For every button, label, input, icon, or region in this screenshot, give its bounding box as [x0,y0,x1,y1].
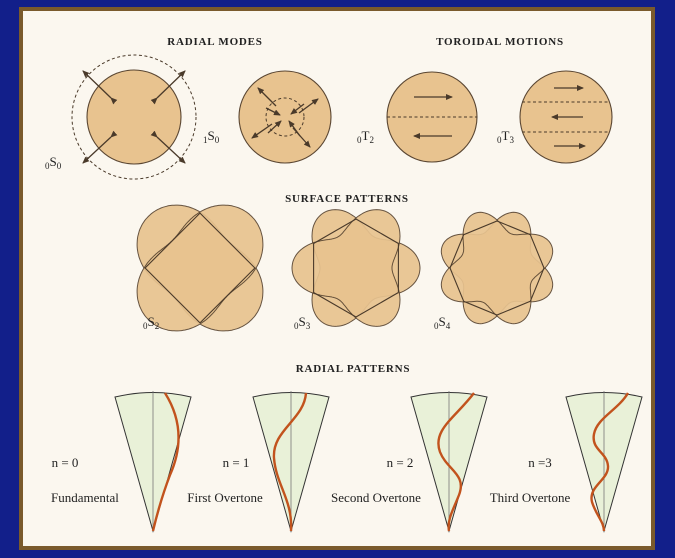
heading-surface-patterns: SURFACE PATTERNS [285,193,409,205]
radial-wedge-n3 [566,391,642,531]
radial-n0-caption: Fundamental [51,490,119,505]
label-0s0: 0S0 [45,154,62,171]
surface-pattern-0s4 [441,212,552,323]
radial-n1-caption: First Overtone [187,490,263,505]
radial-wedge-n2 [411,391,487,531]
surface-pattern-0s3 [292,210,420,327]
radial-n3-caption: Third Overtone [490,490,571,505]
label-0s3: 0S3 [294,314,311,331]
radial-wedge-n1 [253,391,329,531]
mode-0s0-diagram [72,55,196,179]
mode-1s0-diagram [239,71,331,163]
radial-wedge-n0 [115,391,191,531]
mode-0t3-diagram [520,71,612,163]
surface-pattern-0s2 [137,205,263,331]
radial-n2-label: n = 2 [387,455,414,470]
radial-n1-label: n = 1 [223,455,250,470]
heading-toroidal-motions: TOROIDAL MOTIONS [436,36,564,48]
label-1s0: 1S0 [203,128,220,145]
label-0s4: 0S4 [434,314,451,331]
mode-0t2-diagram [387,72,477,162]
lobe-shape-b [441,212,552,323]
heading-radial-modes: RADIAL MODES [167,36,262,48]
radial-n3-label: n =3 [528,455,552,470]
label-0t3: 0T3 [497,128,514,145]
radial-n2-caption: Second Overtone [331,490,421,505]
label-0t2: 0T2 [357,128,374,145]
radial-n0-label: n = 0 [52,455,79,470]
heading-radial-patterns: RADIAL PATTERNS [296,363,411,375]
